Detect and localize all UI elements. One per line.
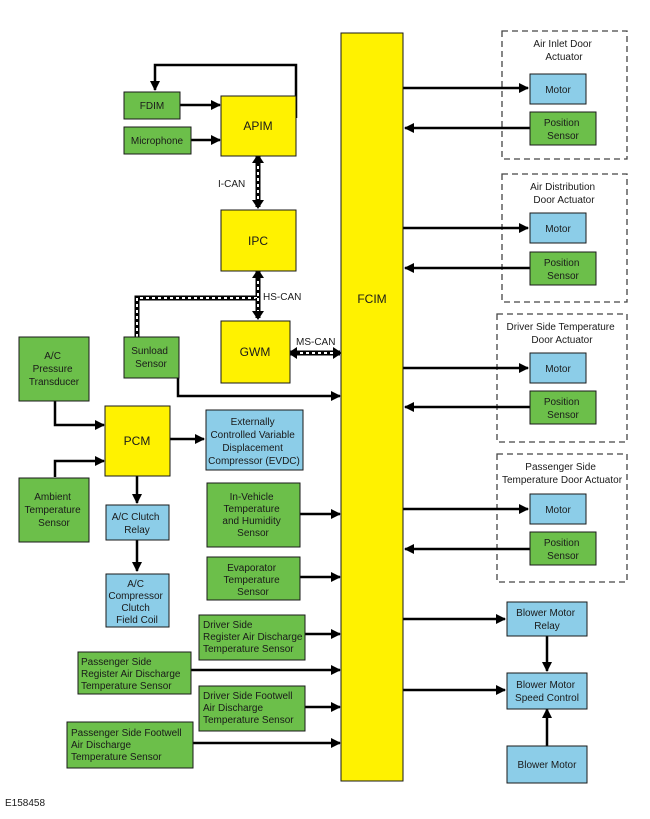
- wire-ambient-pcm: [53, 456, 105, 477]
- ac-clutch-relay-label: A/C Clutch Relay: [112, 512, 163, 536]
- passenger-temperature-motor-label: Motor: [545, 505, 571, 516]
- air-inlet-position-sensor-box: [529, 111, 597, 146]
- passenger-temperature-position-sensor-label: Position Sensor: [544, 538, 582, 562]
- driver-register-sensor-label: Driver Side Register Air Discharge Tempe…: [203, 620, 305, 655]
- in-vehicle-temp-humidity-sensor-label: In-Vehicle Temperature and Humidity Sens…: [222, 492, 283, 539]
- air-distribution-motor-box: [529, 212, 587, 244]
- ambient-temperature-sensor-label: Ambient Temperature Sensor: [25, 492, 84, 529]
- ipc-label: IPC: [248, 234, 268, 248]
- passenger-footwell-sensor-box: [66, 721, 194, 769]
- sunload-sensor-box: [123, 336, 180, 379]
- ac-compressor-clutch-coil-label: A/C Compressor Clutch Field Coil: [108, 579, 165, 626]
- ac-clutch-relay-box: [105, 504, 170, 541]
- bus-hscan: [134, 271, 261, 366]
- pcm-label: PCM: [124, 434, 151, 448]
- evdc-box: [205, 409, 304, 471]
- fcim-module: [340, 32, 404, 782]
- driver-temperature-door-actuator-title: Driver Side Temperature Door Actuator: [507, 322, 618, 346]
- air-inlet-motor-label: Motor: [545, 85, 571, 96]
- blower-motor-label: Blower Motor: [518, 760, 578, 771]
- air-distribution-position-sensor-label: Position Sensor: [544, 258, 582, 282]
- hscan-label: HS-CAN: [263, 292, 301, 303]
- blower-motor-speed-control-label: Blower Motor Speed Control: [515, 680, 579, 704]
- driver-temperature-motor-box: [529, 352, 587, 384]
- ambient-temperature-sensor-box: [18, 477, 90, 543]
- evaporator-temperature-sensor-box: [206, 556, 301, 601]
- apim-label: APIM: [243, 119, 272, 133]
- apim-module: [220, 95, 297, 157]
- wire-sunload-fcim: [176, 378, 341, 401]
- passenger-footwell-sensor-label: Passenger Side Footwell Air Discharge Te…: [71, 728, 184, 763]
- actuator-group-air-distribution: [501, 173, 628, 303]
- blower-motor-speed-control-box: [506, 672, 588, 710]
- gwm-label: GWM: [240, 345, 271, 359]
- ac-pressure-transducer-box: [18, 336, 90, 402]
- ipc-module: [220, 209, 297, 272]
- evaporator-temperature-sensor-label: Evaporator Temperature Sensor: [224, 563, 283, 598]
- passenger-temperature-door-actuator-title: Passenger Side Temperature Door Actuator: [502, 462, 623, 486]
- actuator-group-driver-temp: [496, 313, 628, 443]
- air-distribution-position-sensor-box: [529, 251, 597, 286]
- driver-register-sensor-box: [198, 614, 306, 661]
- air-distribution-door-actuator-title: Air Distribution Door Actuator: [530, 182, 598, 206]
- blower-motor-box: [506, 745, 588, 784]
- ac-compressor-clutch-coil-box: [105, 573, 170, 628]
- actuator-group-passenger-temp: [496, 453, 628, 583]
- actuator-group-air-inlet: [501, 30, 628, 160]
- evdc-label: Externally Controlled Variable Displacem…: [208, 417, 300, 467]
- gwm-module: [220, 320, 291, 384]
- fdim-box: [123, 91, 181, 120]
- driver-temperature-position-sensor-label: Position Sensor: [544, 397, 582, 421]
- driver-temperature-position-sensor-box: [529, 390, 597, 425]
- ican-label: I-CAN: [218, 179, 245, 190]
- air-inlet-position-sensor-label: Position Sensor: [544, 118, 582, 142]
- passenger-temperature-motor-box: [529, 493, 587, 525]
- mscan-label: MS-CAN: [296, 337, 335, 348]
- pcm-module: [104, 405, 171, 477]
- fdim-label: FDIM: [140, 101, 164, 112]
- passenger-register-sensor-label: Passenger Side Register Air Discharge Te…: [81, 657, 183, 692]
- air-distribution-motor-label: Motor: [545, 224, 571, 235]
- driver-temperature-motor-label: Motor: [545, 364, 571, 375]
- ac-pressure-transducer-label: A/C Pressure Transducer: [29, 351, 80, 388]
- figure-id: E158458: [5, 798, 45, 809]
- microphone-box: [123, 126, 192, 155]
- wire-apim-fdim: [150, 63, 298, 118]
- blower-motor-relay-box: [506, 601, 588, 637]
- air-inlet-door-actuator-title: Air Inlet Door Actuator: [533, 39, 594, 63]
- passenger-register-sensor-box: [77, 651, 192, 695]
- passenger-temperature-position-sensor-box: [529, 531, 597, 566]
- driver-footwell-sensor-box: [198, 685, 306, 732]
- driver-footwell-sensor-label: Driver Side Footwell Air Discharge Tempe…: [203, 691, 295, 726]
- in-vehicle-temp-humidity-sensor-box: [206, 482, 301, 548]
- sunload-sensor-label: Sunload Sensor: [131, 346, 170, 370]
- blower-motor-relay-label: Blower Motor Relay: [516, 608, 578, 632]
- fcim-label: FCIM: [357, 292, 386, 306]
- microphone-label: Microphone: [131, 136, 184, 147]
- air-inlet-motor-box: [529, 73, 587, 105]
- wire-pressure-pcm: [53, 401, 105, 430]
